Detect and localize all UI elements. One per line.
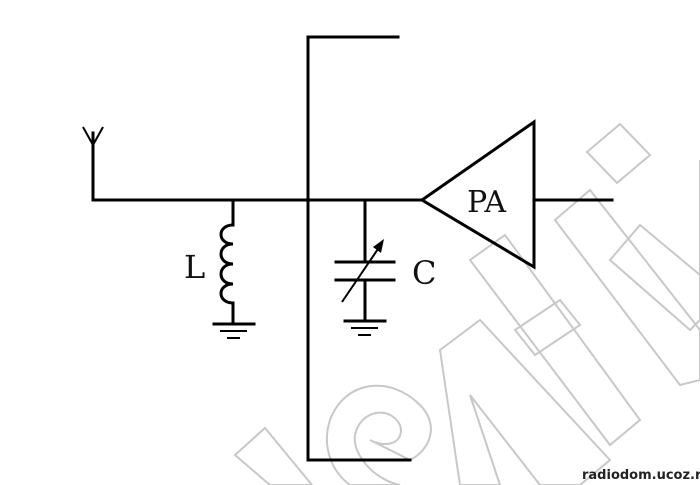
vertical-bus (306, 35, 412, 462)
ground-icon-capacitor (343, 319, 387, 336)
ground-icon-inductor (212, 322, 256, 339)
amplifier-symbol (419, 119, 614, 270)
site-credit: radiodom.ucoz.ru (582, 468, 700, 483)
inductor-label: L (184, 248, 205, 286)
amplifier-label: PA (467, 185, 506, 220)
antenna-icon (82, 126, 104, 202)
capacitor-label: C (412, 254, 436, 292)
inductor-symbol (219, 198, 235, 325)
watermark (233, 122, 700, 485)
variable-capacitor-symbol (334, 198, 396, 322)
